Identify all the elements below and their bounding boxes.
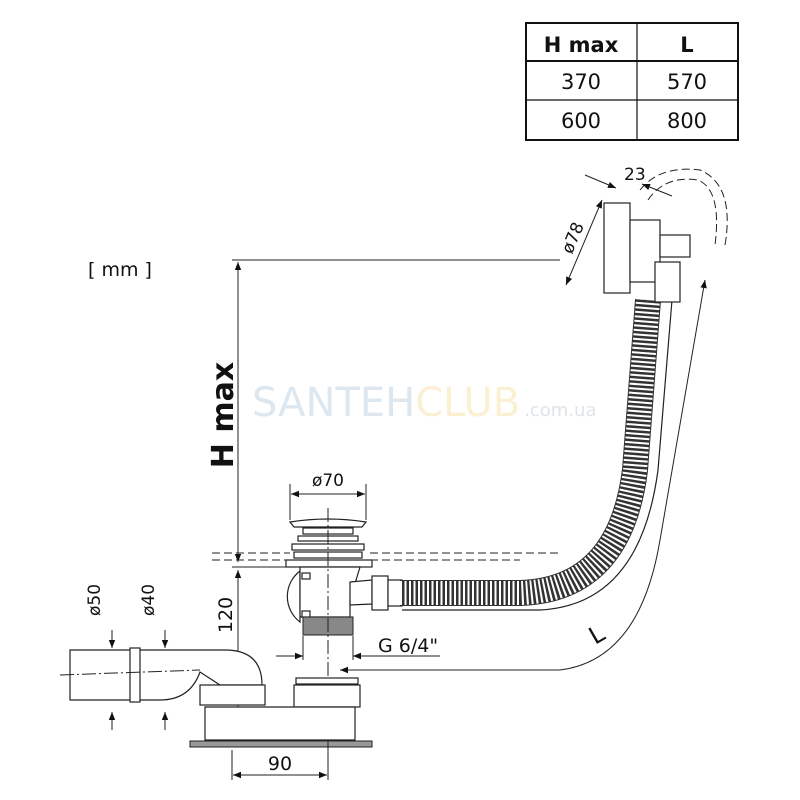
width-23-label: 23 xyxy=(624,165,646,185)
watermark-text: SANTEH xyxy=(252,380,415,426)
drain-body xyxy=(285,518,403,636)
diameter-50-label: ø50 xyxy=(85,584,105,616)
diameter-78-label: ø78 xyxy=(558,219,589,256)
watermark: SANTEHCLUB.com.ua xyxy=(252,380,596,426)
table-cell: 370 xyxy=(561,70,601,94)
table-header-hmax: H max xyxy=(544,33,619,57)
siphon-trap xyxy=(69,647,373,748)
diameter-70-label: ø70 xyxy=(312,471,344,491)
table-cell: 570 xyxy=(667,70,707,94)
overflow-head xyxy=(603,168,728,303)
height-120-label: 120 xyxy=(215,597,237,633)
watermark-text: CLUB xyxy=(415,380,520,426)
diameter-40-label: ø40 xyxy=(139,584,159,616)
length-dimension-line xyxy=(340,279,707,674)
overflow-hose xyxy=(400,299,673,611)
thread-label: G 6/4" xyxy=(378,635,438,657)
width-90-label: 90 xyxy=(268,753,292,775)
bath-bottom-line xyxy=(212,552,560,561)
dimension-table: H max L 370 570 600 800 xyxy=(525,22,739,141)
table-header-l: L xyxy=(680,33,693,57)
table-cell: 800 xyxy=(667,109,707,133)
table-cell: 600 xyxy=(561,109,601,133)
watermark-domain: .com.ua xyxy=(524,400,596,421)
units-label: [ mm ] xyxy=(88,259,152,281)
hmax-label: H max xyxy=(206,362,241,468)
length-label: L xyxy=(584,619,610,650)
